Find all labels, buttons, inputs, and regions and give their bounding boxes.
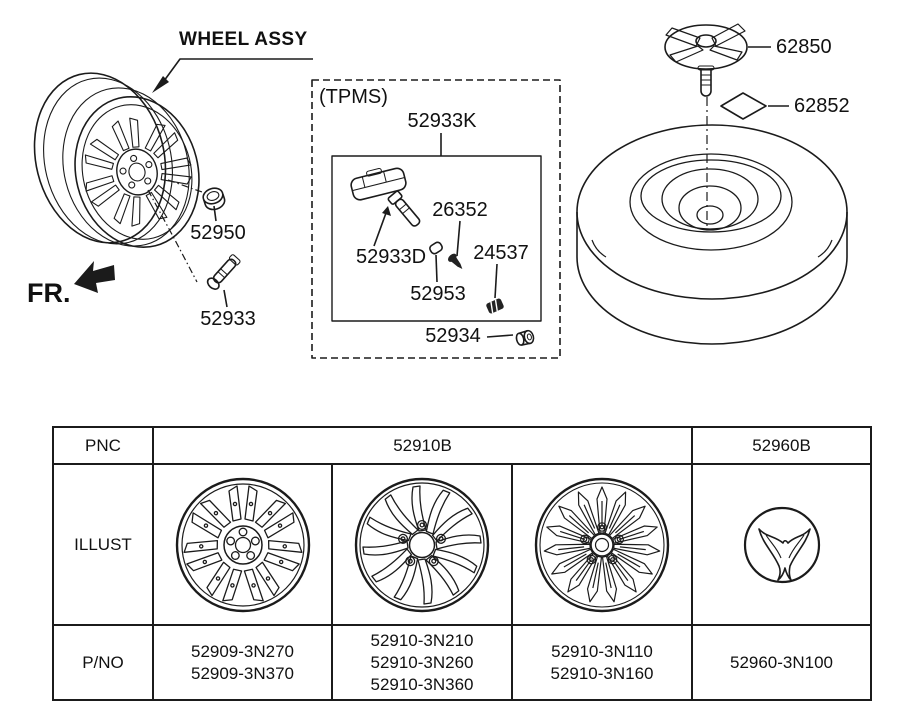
part-number[interactable]: 52910-3N210: [370, 630, 474, 650]
wheel-7-double-spoke-icon: [175, 477, 310, 612]
wheel-assy-drawing: [33, 72, 200, 249]
diagram-line-art: [33, 23, 848, 359]
tpms-valve-cap-drawing: [486, 329, 535, 346]
pno-cell-4: 52960-3N100: [691, 624, 872, 701]
valve-stem-drawing: [147, 189, 241, 308]
tpms-nut-drawing: [486, 263, 504, 314]
illust-cell-3: [511, 463, 693, 626]
center-cap-emblem-icon: [743, 506, 820, 583]
fr-label: FR.: [27, 278, 71, 308]
part-number[interactable]: 52910-3N360: [370, 674, 474, 694]
wheel-assy-label: WHEEL ASSY: [179, 29, 308, 50]
illust-row-header: ILLUST: [52, 463, 154, 626]
spare-pad-drawing: [720, 92, 789, 120]
pnc-cell-wheels[interactable]: 52910B: [152, 426, 693, 465]
spare-tire-drawing: [576, 97, 848, 345]
illust-row: ILLUST: [52, 463, 872, 626]
part-label-lug-nut[interactable]: 52950: [190, 222, 246, 244]
part-label-spare-pad[interactable]: 62852: [794, 95, 850, 117]
part-label-tpms-kit[interactable]: 52933K: [407, 110, 477, 132]
part-label-spare-clamp[interactable]: 62850: [776, 36, 832, 58]
part-number[interactable]: 52960-3N100: [729, 652, 834, 672]
pno-row-header: P/NO: [52, 624, 154, 701]
pno-row: P/NO 52909-3N270 52909-3N370 52910-3N210…: [52, 624, 872, 701]
part-number[interactable]: 52910-3N160: [550, 663, 654, 683]
pnc-cell-cap[interactable]: 52960B: [691, 426, 872, 465]
part-number[interactable]: 52910-3N260: [370, 652, 474, 672]
illust-cell-1: [152, 463, 333, 626]
pno-cell-2: 52910-3N210 52910-3N260 52910-3N360: [331, 624, 513, 701]
parts-table: PNC 52910B 52960B ILLUST: [52, 426, 872, 701]
tpms-sensor-drawing: [350, 167, 421, 247]
part-number[interactable]: 52909-3N270: [190, 641, 295, 661]
tpms-grommet-drawing: [429, 241, 443, 283]
pno-cell-1: 52909-3N270 52909-3N370: [152, 624, 333, 701]
part-label-tpms-nut[interactable]: 24537: [473, 242, 529, 264]
part-label-tpms-grommet[interactable]: 52953: [410, 283, 466, 305]
part-number[interactable]: 52909-3N370: [190, 663, 295, 683]
fr-direction-arrow: [74, 261, 115, 293]
wheel-12-spoke-icon: [354, 477, 490, 612]
part-label-tpms-sensor[interactable]: 52933D: [355, 246, 427, 268]
part-label-valve-stem[interactable]: 52933: [200, 308, 256, 330]
pnc-row-header: PNC: [52, 426, 154, 465]
spare-clamp-drawing: [664, 23, 771, 97]
part-number[interactable]: 52910-3N110: [551, 641, 653, 661]
tpms-title: (TPMS): [319, 86, 388, 108]
tpms-screw-drawing: [448, 220, 463, 269]
illust-cell-4: [691, 463, 872, 626]
illust-cell-2: [331, 463, 513, 626]
pno-cell-3: 52910-3N110 52910-3N160: [511, 624, 693, 701]
lug-nut-drawing: [167, 179, 226, 222]
part-label-tpms-valve-cap[interactable]: 52934: [425, 325, 481, 347]
wheel-assy-leader: [152, 58, 313, 93]
wheel-multi-spoke-icon: [534, 477, 670, 612]
part-label-tpms-screw[interactable]: 26352: [432, 199, 488, 221]
pnc-row: PNC 52910B 52960B: [52, 426, 872, 465]
tpms-box: [311, 79, 561, 359]
